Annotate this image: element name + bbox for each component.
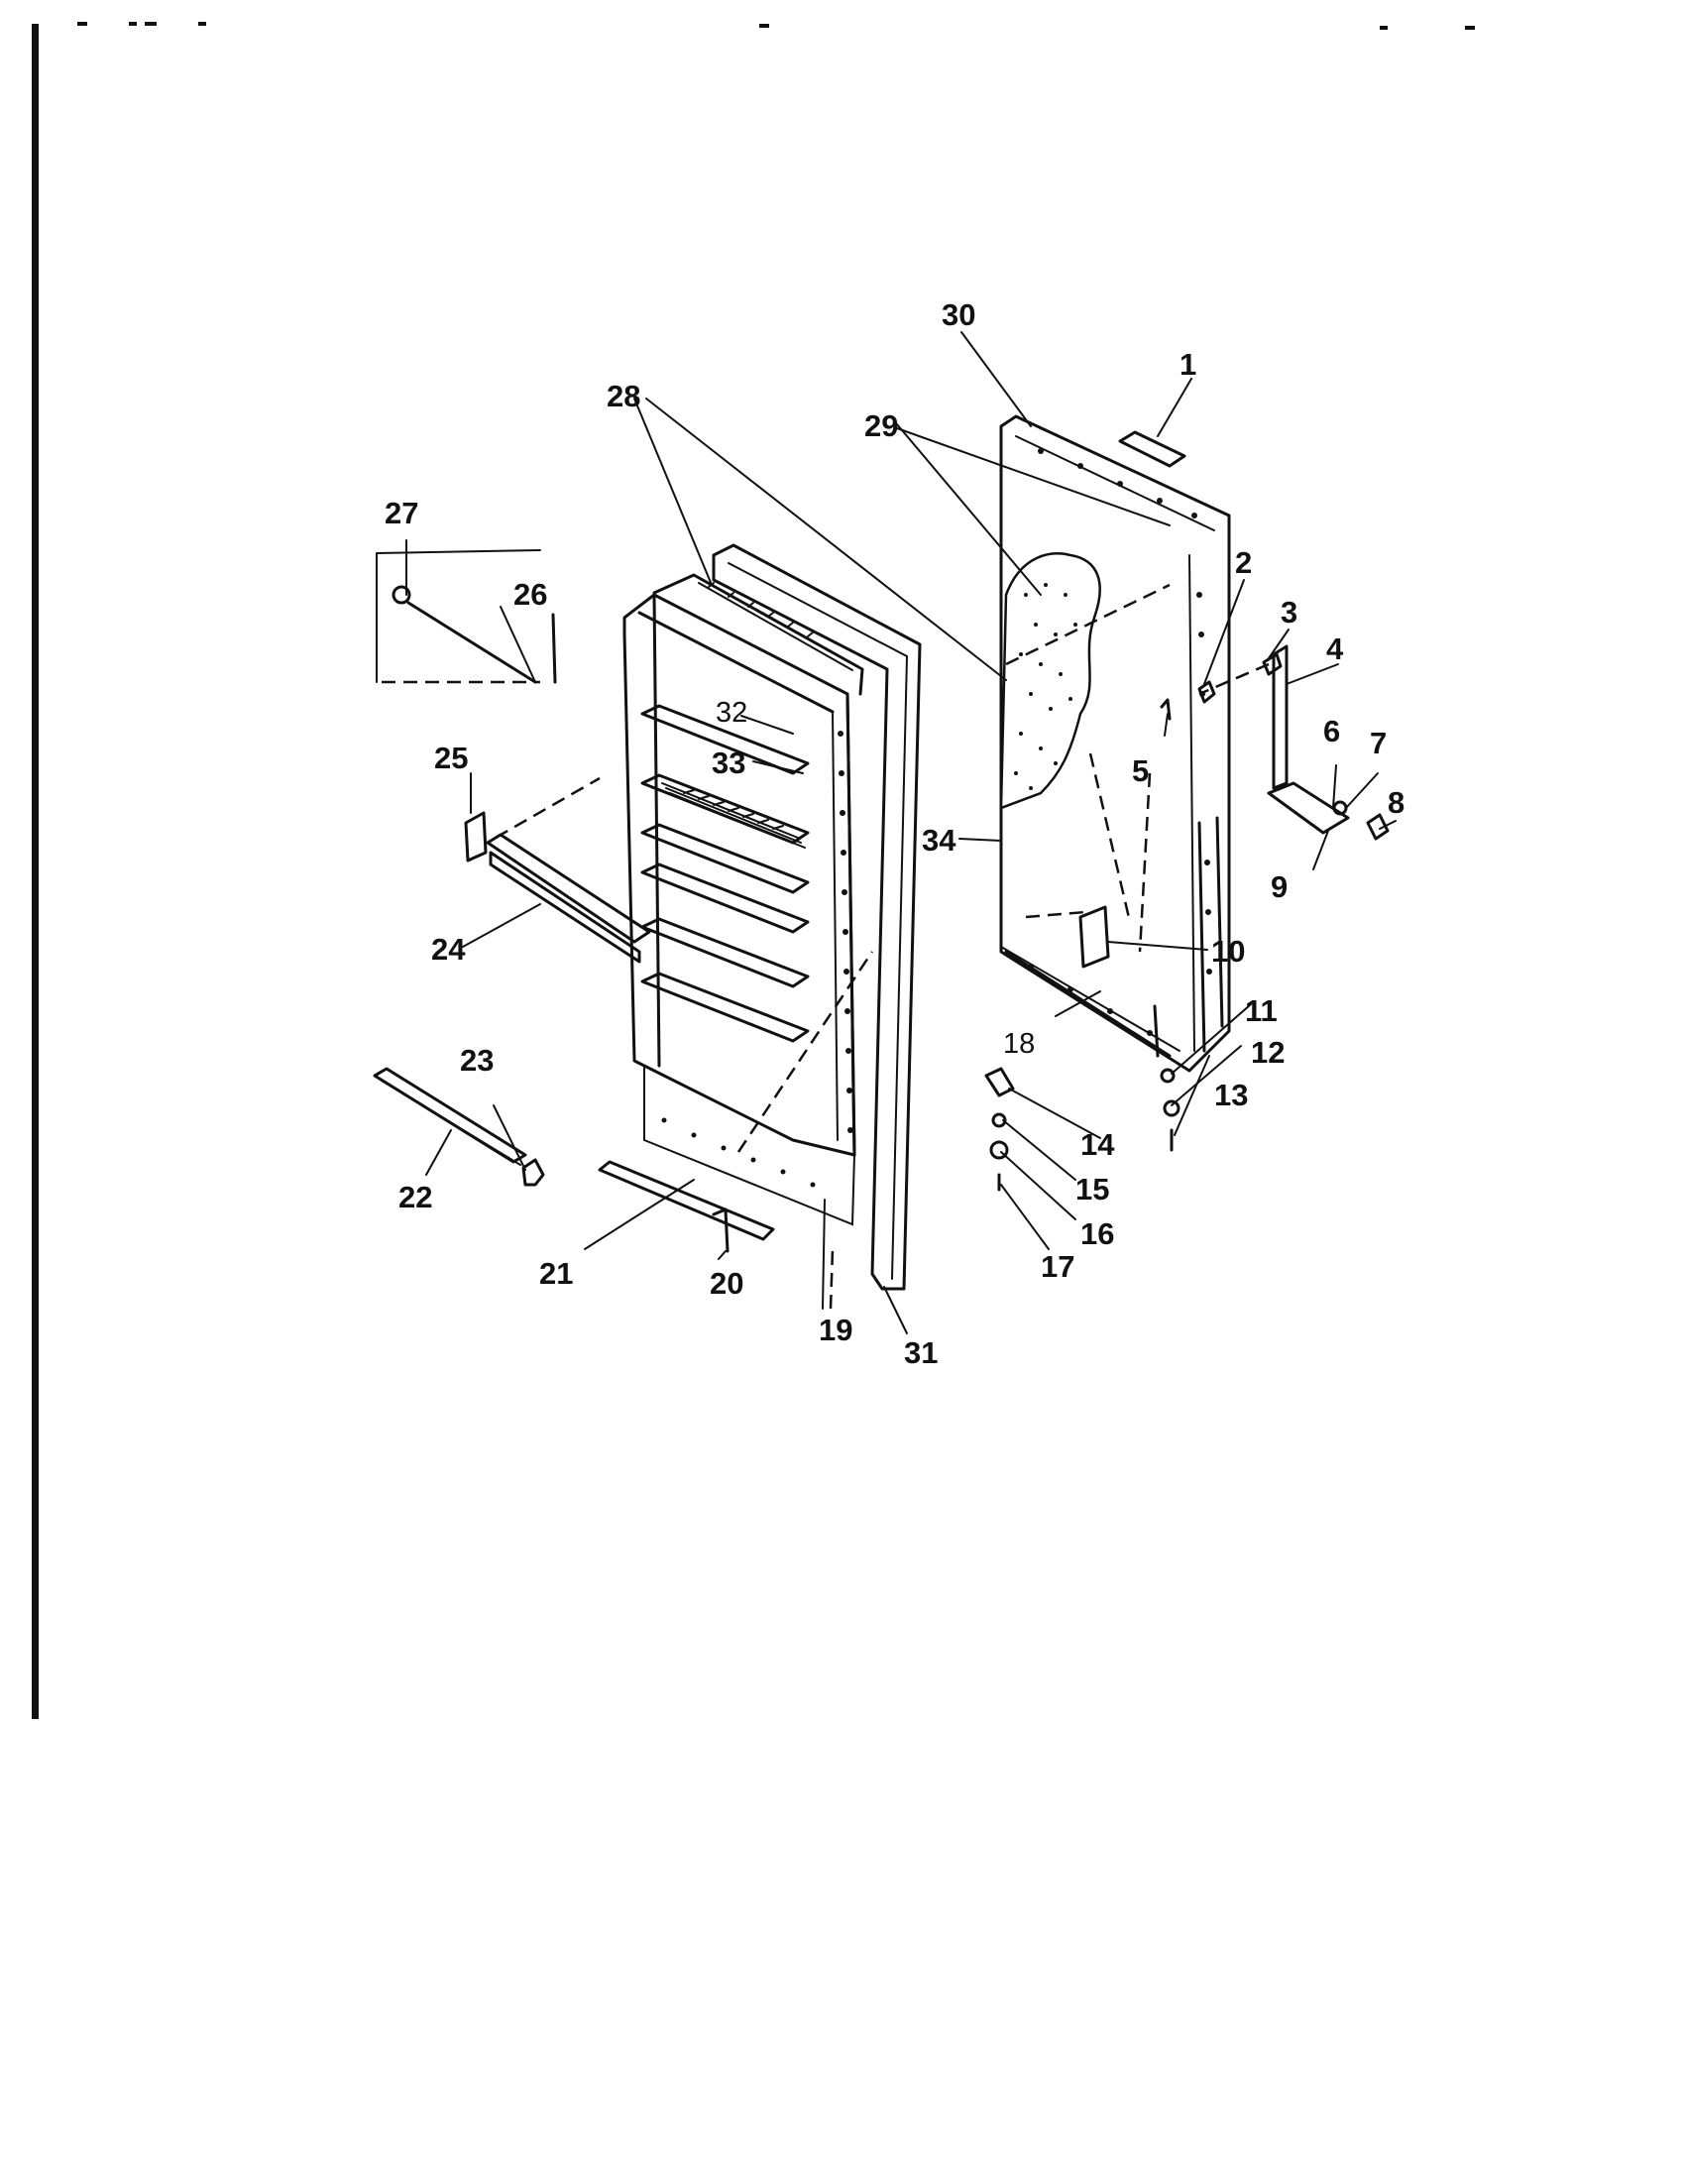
hinge-hardware (1160, 644, 1390, 841)
screw (712, 1207, 730, 1253)
callout-labels: 1 2 3 4 5 6 7 8 9 10 11 12 13 14 15 16 1… (385, 297, 1404, 1370)
alignment-lines (495, 583, 1270, 1310)
door-liner (622, 593, 856, 1226)
callout-21: 21 (539, 1256, 573, 1291)
retainer-bar (376, 549, 557, 684)
shelf-rails (373, 811, 651, 1166)
insulation-block (999, 552, 1101, 810)
footer-left-note (30, 2144, 34, 2184)
leader-lines (405, 331, 1397, 1334)
callout-29: 29 (864, 408, 898, 443)
outer-door-panel (999, 414, 1231, 1073)
callout-31: 31 (904, 1335, 938, 1370)
bottom-hinge-parts (984, 1004, 1180, 1192)
callout-5: 5 (1132, 753, 1149, 788)
callout-12: 12 (1251, 1035, 1285, 1070)
callout-20: 20 (710, 1266, 743, 1301)
callout-6: 6 (1323, 714, 1340, 748)
callout-9: 9 (1271, 869, 1288, 904)
footer-right-note (1477, 2144, 1481, 2184)
callout-33: 33 (712, 746, 745, 780)
door-gasket (712, 543, 922, 1291)
callout-3: 3 (1281, 595, 1297, 630)
left-margin-bar (32, 24, 39, 1719)
callout-27: 27 (385, 496, 418, 530)
top-scan-marks (77, 22, 1475, 30)
callout-16: 16 (1080, 1216, 1114, 1251)
callout-7: 7 (1370, 726, 1387, 760)
callout-8: 8 (1388, 785, 1404, 820)
callout-4: 4 (1326, 632, 1344, 666)
callout-2: 2 (1235, 545, 1252, 580)
callout-34: 34 (922, 823, 956, 858)
callout-13: 13 (1214, 1078, 1248, 1112)
callout-18: 18 (1003, 1028, 1035, 1060)
callout-22: 22 (398, 1180, 432, 1214)
callout-24: 24 (431, 932, 466, 967)
callout-1: 1 (1180, 347, 1196, 382)
door-breaker-frame (652, 573, 864, 696)
callout-26: 26 (513, 577, 547, 612)
callout-28: 28 (607, 379, 640, 413)
end-cap (521, 1158, 545, 1187)
callout-32: 32 (716, 697, 747, 729)
handle-bracket (1078, 905, 1110, 969)
callout-25: 25 (434, 741, 468, 775)
callout-17: 17 (1041, 1249, 1074, 1284)
callout-23: 23 (460, 1043, 494, 1078)
callout-19: 19 (819, 1313, 852, 1347)
callout-11: 11 (1245, 993, 1278, 1028)
callout-30: 30 (942, 297, 975, 332)
top-trim-piece (1118, 430, 1186, 468)
callout-14: 14 (1080, 1127, 1115, 1162)
bottom-trim (598, 1160, 775, 1241)
callout-10: 10 (1211, 934, 1245, 969)
callout-15: 15 (1075, 1172, 1109, 1207)
